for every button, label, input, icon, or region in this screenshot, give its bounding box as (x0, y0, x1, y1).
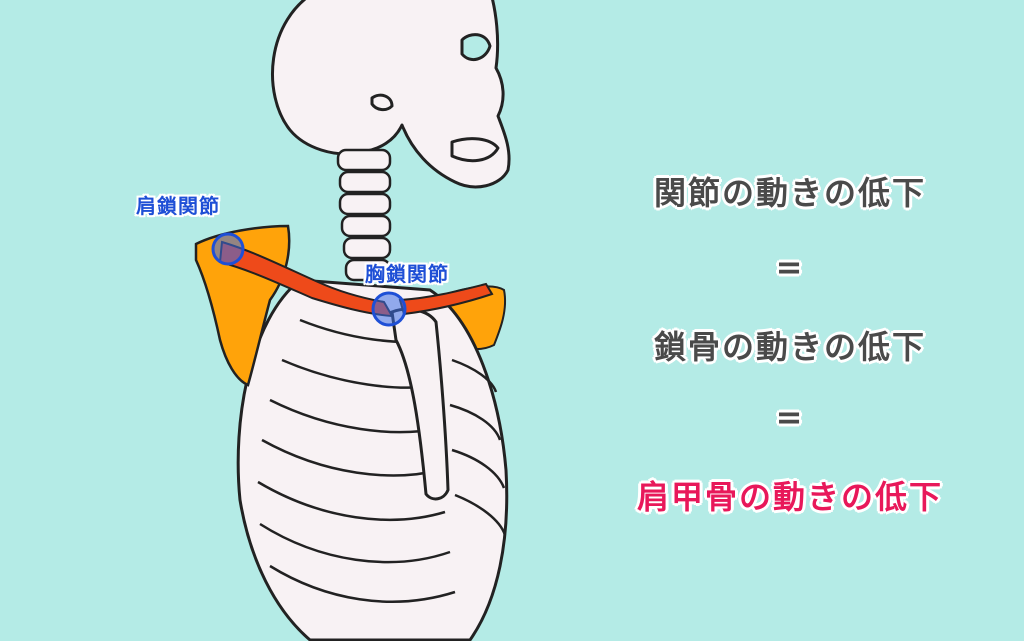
statement-scapula-motion-decrease: 肩甲骨の動きの低下 (636, 478, 943, 516)
clavicle-right (398, 282, 494, 316)
skull (271, 0, 511, 189)
sternoclavicular-joint-marker (371, 291, 407, 327)
cervical-spine (336, 148, 392, 282)
sternoclavicular-joint-label: 胸鎖関節 (365, 262, 449, 286)
ribcage (236, 278, 509, 641)
equals-sign-1: = (775, 248, 805, 286)
equals-sign-2: = (775, 398, 805, 436)
acromioclavicular-joint-label: 肩鎖関節 (136, 194, 220, 218)
statement-joint-motion-decrease: 関節の動きの低下 (653, 174, 926, 212)
ribs (257, 318, 507, 603)
sternum (390, 307, 450, 501)
statement-clavicle-motion-decrease: 鎖骨の動きの低下 (653, 328, 926, 366)
acromioclavicular-joint-marker (211, 232, 245, 266)
